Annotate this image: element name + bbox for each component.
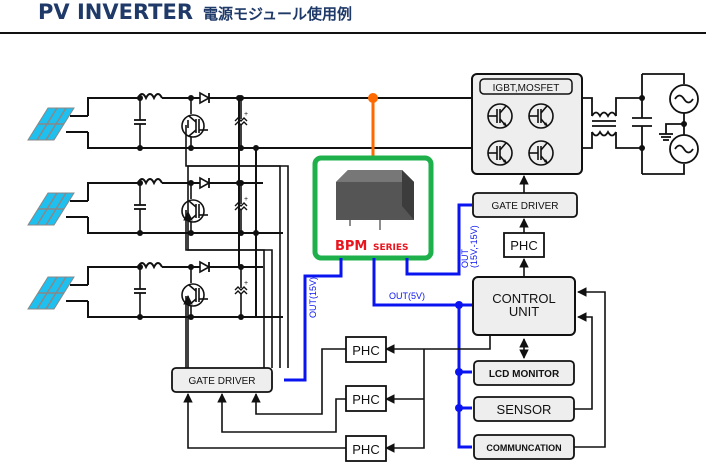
title-english: PV INVERTER (38, 0, 194, 24)
gate-driver-top: GATE DRIVER (472, 192, 578, 218)
phc-1-label: PHC (352, 343, 379, 358)
bpm-module: BPM SERIES (312, 155, 434, 261)
label-out-5v: OUT(5V) (389, 291, 425, 301)
supply-lines (284, 203, 472, 449)
phc-3: PHC (345, 435, 387, 462)
page-title: PV INVERTER 電源モジュール使用例 (38, 0, 352, 28)
power-stage-block: IGBT,MOSFET (471, 73, 583, 175)
control-unit: CONTROL UNIT (472, 276, 576, 336)
sensor-block: SENSOR (473, 396, 575, 422)
gate-driver-top-label: GATE DRIVER (491, 201, 558, 212)
power-stage-label: IGBT,MOSFET (493, 83, 560, 94)
feedback-lines (574, 287, 606, 448)
lcd-monitor-block: LCD MONITOR (473, 360, 575, 386)
label-out-pm15v-line2: (15V,-15V) (469, 225, 479, 268)
communication-block: COMMUNCATION (473, 434, 575, 460)
pv-cell-stage-2 (28, 178, 283, 236)
gate-driver-left-label: GATE DRIVER (188, 376, 255, 387)
phc-to-gate-driver (183, 348, 346, 449)
control-unit-label-2: UNIT (509, 304, 539, 319)
phc-feed-lines (385, 335, 491, 453)
title-divider (0, 32, 706, 34)
dc-bus-tap (368, 93, 378, 158)
gate-driver-left: GATE DRIVER (171, 367, 273, 393)
control-unit-label-1: CONTROL (492, 291, 556, 306)
label-out-15v: OUT(15V) (308, 277, 318, 318)
phc-1: PHC (345, 336, 387, 363)
label-out-pm15v-line1: OUT (460, 249, 470, 269)
sensor-label: SENSOR (497, 402, 552, 417)
pv-cell-stage-3 (28, 262, 283, 320)
module-series: SERIES (373, 243, 409, 253)
transformer-output (582, 73, 699, 175)
pv-cell-stage-1 (28, 93, 283, 151)
phc-top: PHC (503, 232, 545, 258)
phc-3-label: PHC (352, 442, 379, 457)
module-name: BPM (335, 239, 367, 254)
lcd-monitor-label: LCD MONITOR (489, 369, 560, 380)
module-image (336, 170, 414, 230)
phc-2-label: PHC (352, 392, 379, 407)
title-japanese: 電源モジュール使用例 (203, 5, 352, 23)
communication-label: COMMUNCATION (486, 443, 561, 453)
phc-2: PHC (345, 385, 387, 412)
phc-top-label: PHC (510, 238, 537, 253)
